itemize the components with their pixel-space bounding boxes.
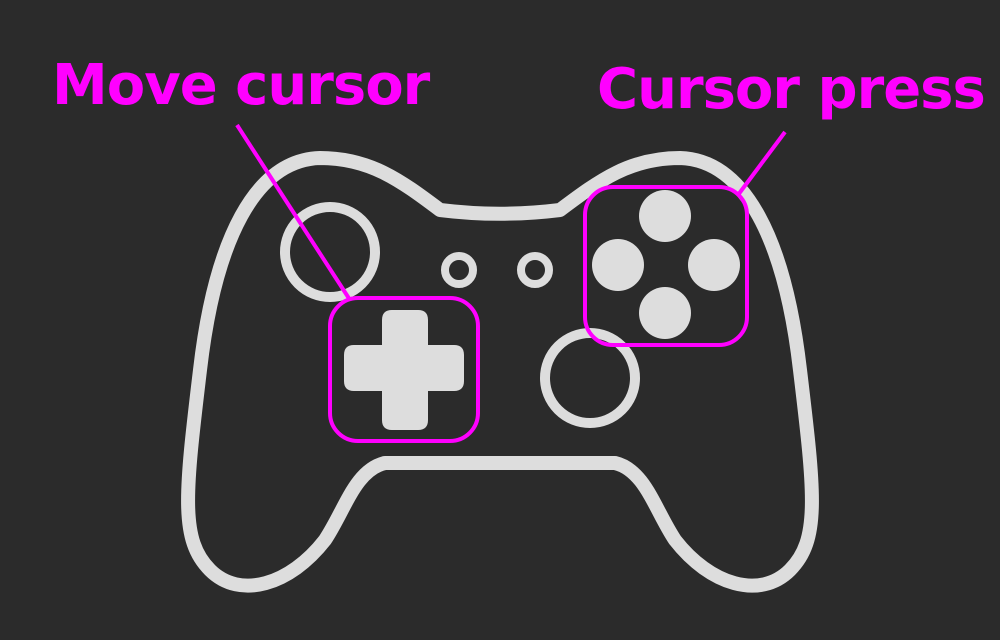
dpad-icon	[344, 310, 464, 430]
move-cursor-leader-line	[235, 123, 352, 302]
view-button-icon	[441, 252, 477, 288]
face-button-right	[688, 239, 740, 291]
dpad-highlight-box	[328, 296, 480, 443]
move-cursor-label: Move cursor	[52, 53, 430, 118]
face-button-bottom	[639, 287, 691, 339]
face-buttons-highlight-box	[583, 185, 749, 347]
cursor-press-label: Cursor press	[597, 57, 986, 122]
face-button-left	[592, 239, 644, 291]
cursor-press-leader-line	[736, 130, 787, 197]
face-buttons-icon	[592, 190, 740, 339]
face-button-top	[639, 190, 691, 242]
controller-outline-icon	[181, 151, 819, 593]
left-stick-icon	[280, 202, 380, 302]
menu-button-icon	[517, 252, 553, 288]
